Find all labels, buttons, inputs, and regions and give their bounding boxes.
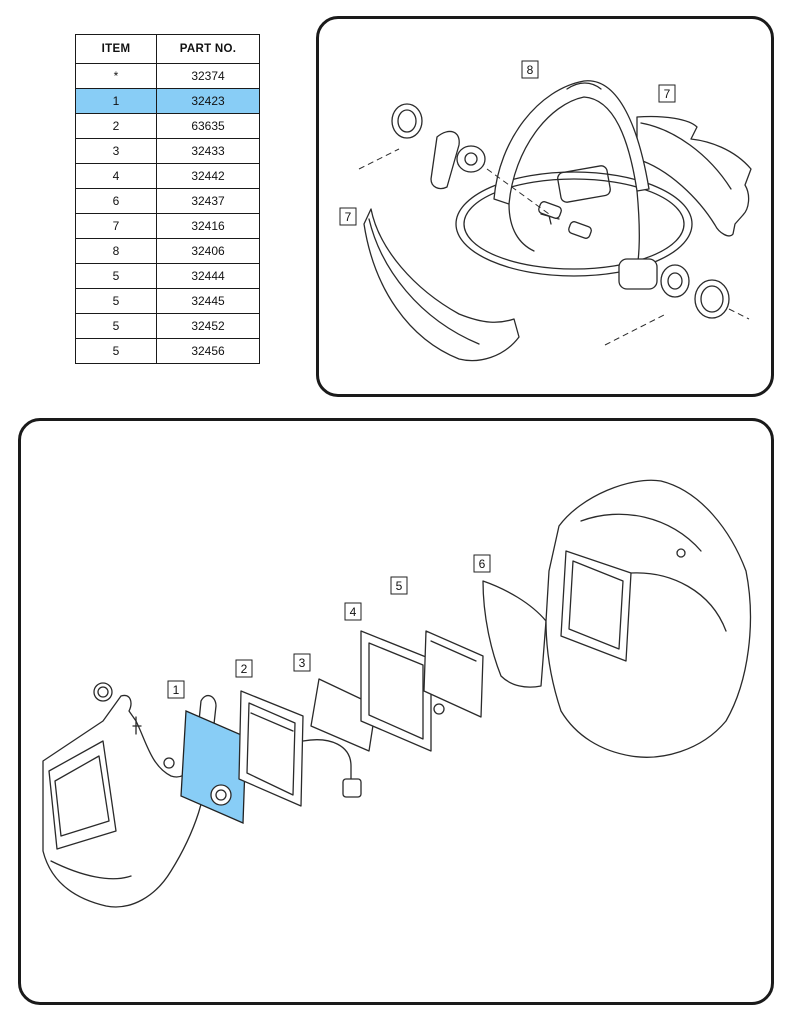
item-cell: * — [75, 63, 157, 89]
svg-text:4: 4 — [350, 605, 357, 619]
svg-text:7: 7 — [345, 210, 352, 224]
svg-text:6: 6 — [479, 557, 486, 571]
rear-sweatband — [636, 115, 752, 237]
headgear-side-strap — [508, 203, 535, 252]
side-adjust-knob — [391, 103, 423, 139]
callout-1: 1 — [167, 680, 185, 699]
part-number-cell: 32456 — [156, 338, 260, 364]
callout-2: 2 — [235, 659, 253, 678]
ratchet-ring — [660, 264, 690, 298]
svg-text:8: 8 — [527, 63, 534, 77]
parts-table-header: ITEM PART NO. — [75, 34, 260, 64]
svg-text:3: 3 — [299, 656, 306, 670]
part-number-cell: 32444 — [156, 263, 260, 289]
item-cell: 6 — [75, 188, 157, 214]
part-number-cell: 32406 — [156, 238, 260, 264]
part-number-cell: 32416 — [156, 213, 260, 239]
pivot-bracket — [430, 130, 460, 190]
headgear-exploded-view: 8 7 7 — [339, 60, 752, 362]
svg-text:5: 5 — [396, 579, 403, 593]
item-cell: 5 — [75, 313, 157, 339]
rear-adjust-knob — [694, 279, 730, 319]
header-part-no: PART NO. — [156, 34, 260, 64]
callout-7-rear: 7 — [658, 84, 676, 103]
item-cell: 7 — [75, 213, 157, 239]
svg-text:7: 7 — [664, 87, 671, 101]
callout-7-front: 7 — [339, 207, 357, 226]
part-number-cell: 32423 — [156, 88, 260, 114]
lens-knob — [210, 784, 232, 806]
callout-3: 3 — [293, 653, 311, 672]
part-number-cell: 63635 — [156, 113, 260, 139]
item-cell: 5 — [75, 288, 157, 314]
part-number-cell: 32433 — [156, 138, 260, 164]
headgear-top-strap — [493, 80, 650, 205]
sensor-plug — [342, 778, 362, 798]
part-number-cell: 32374 — [156, 63, 260, 89]
helmet-exploded-view: 1 2 3 4 5 6 — [42, 479, 752, 908]
headgear-diagram-panel: 8 7 7 — [316, 16, 774, 397]
part-number-cell: 32445 — [156, 288, 260, 314]
crown-band — [455, 171, 693, 277]
callout-4: 4 — [344, 602, 362, 621]
parts-table-row: *32374 — [75, 63, 260, 89]
front-protective-lens — [482, 580, 547, 688]
part-number-cell: 32452 — [156, 313, 260, 339]
svg-text:1: 1 — [173, 683, 180, 697]
item-cell: 1 — [75, 88, 157, 114]
side-knob-small — [93, 682, 113, 702]
callout-5: 5 — [390, 576, 408, 595]
part-number-cell: 32442 — [156, 163, 260, 189]
item-cell: 5 — [75, 263, 157, 289]
helmet-shell-diagram-panel: 1 2 3 4 5 6 — [18, 418, 774, 1005]
front-sweatband — [363, 208, 520, 362]
item-cell: 5 — [75, 338, 157, 364]
item-cell: 4 — [75, 163, 157, 189]
magnifier-lens — [423, 630, 484, 718]
callout-6: 6 — [473, 554, 491, 573]
part-number-cell: 32437 — [156, 188, 260, 214]
item-cell: 3 — [75, 138, 157, 164]
svg-text:2: 2 — [241, 662, 248, 676]
inner-cover-lens — [310, 678, 377, 752]
item-cell: 8 — [75, 238, 157, 264]
item-cell: 2 — [75, 113, 157, 139]
callout-8: 8 — [521, 60, 539, 79]
header-item: ITEM — [75, 34, 157, 64]
